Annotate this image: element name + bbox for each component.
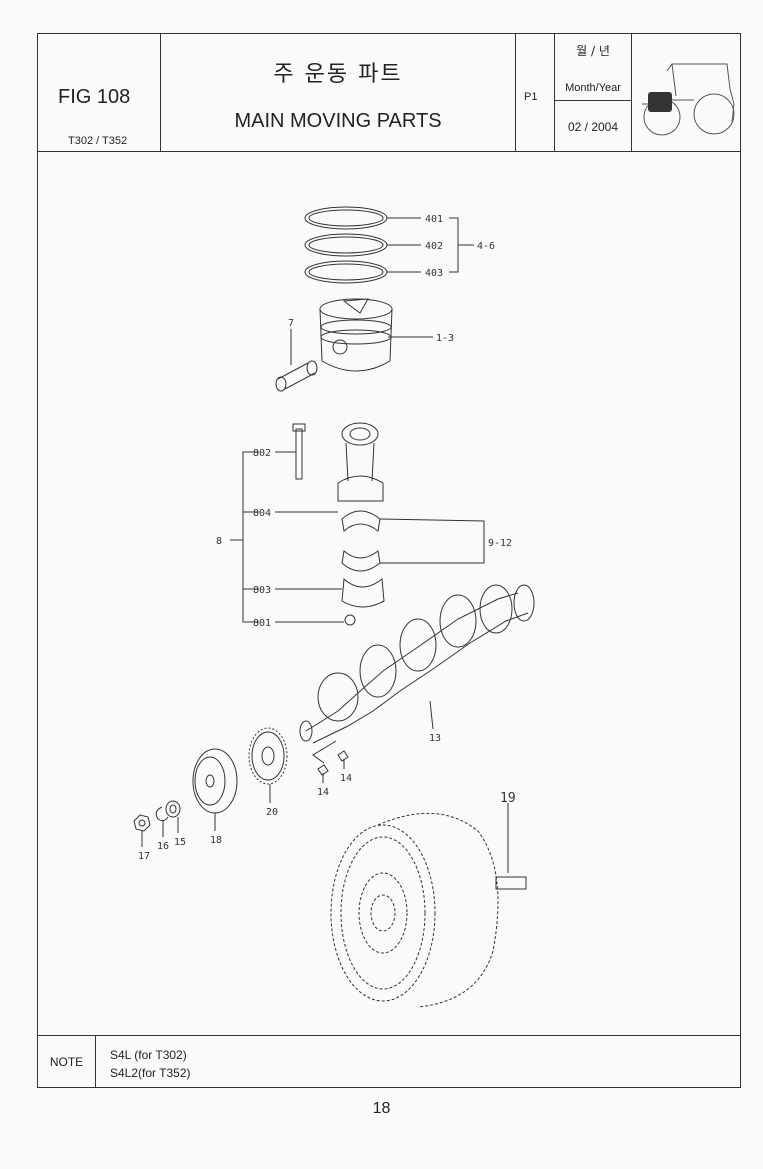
month-year-korean: 월 / 년: [576, 44, 610, 58]
month-year-english: Month/Year: [565, 82, 621, 94]
crank-gear: [248, 727, 288, 785]
rod-nut: [344, 614, 356, 626]
callout-16: 16: [157, 841, 169, 852]
callout-17: 17: [138, 851, 150, 862]
page-code: P1: [524, 91, 538, 103]
callout-9-12: 9-12: [488, 538, 512, 549]
callout-13: 13: [429, 733, 441, 744]
header: FIG 108 T302 / T352 주 운동 파트 MAIN MOVING …: [38, 34, 740, 152]
callout-14-b: 14: [317, 787, 329, 798]
page-frame: FIG 108 T302 / T352 주 운동 파트 MAIN MOVING …: [37, 33, 741, 1088]
thumbnail-cell: [632, 34, 740, 151]
callout-1-3: 1-3: [436, 333, 454, 344]
note-section: NOTE S4L (for T302) S4L2(for T352): [38, 1035, 740, 1088]
crank-pulley: [192, 748, 238, 814]
parts-diagram: 401 402 403 4-6 1-3 7 802 804 8 9-12 803…: [133, 206, 535, 1008]
callout-4-6: 4-6: [477, 241, 495, 252]
fig-label: FIG 108: [58, 86, 131, 108]
piston-ring-401: [304, 206, 388, 230]
callout-403: 403: [425, 268, 443, 279]
title-english: MAIN MOVING PARTS: [234, 110, 442, 132]
connecting-rod: [337, 422, 384, 502]
date-cell: 월 / 년 Month/Year 02 / 2004: [555, 34, 632, 151]
flywheel: [330, 812, 499, 1008]
callout-15: 15: [174, 837, 186, 848]
page-number: 18: [372, 1100, 391, 1117]
callout-402: 402: [425, 241, 443, 252]
bearing-upper: [341, 510, 381, 532]
piston: [319, 298, 393, 372]
fig-cell: FIG 108 T302 / T352: [38, 34, 161, 151]
spring-washer-16: [155, 806, 169, 822]
title-korean: 주 운동 파트: [273, 62, 403, 87]
piston-ring-403: [304, 260, 388, 284]
date-divider: [555, 100, 631, 101]
page-code-cell: P1: [516, 34, 555, 151]
piston-ring-402: [304, 233, 388, 257]
bearing-lower: [341, 550, 381, 572]
note-line-2: S4L2(for T352): [110, 1066, 191, 1080]
rod-cap: [341, 577, 385, 608]
callout-801: 801: [253, 618, 271, 629]
washer-15: [165, 800, 181, 818]
callout-18: 18: [210, 835, 222, 846]
note-label: NOTE: [38, 1036, 96, 1088]
callout-19: 19: [500, 791, 516, 806]
model-label: T302 / T352: [68, 135, 128, 147]
key-14-b: [317, 764, 329, 776]
title-cell: 주 운동 파트 MAIN MOVING PARTS: [161, 34, 516, 151]
callout-802: 802: [253, 448, 271, 459]
callout-803: 803: [253, 585, 271, 596]
callout-7: 7: [288, 318, 294, 329]
nut-17: [133, 814, 151, 832]
callout-14-a: 14: [340, 773, 352, 784]
piston-pin: [275, 360, 318, 392]
tractor-icon: [642, 63, 735, 136]
callout-401: 401: [425, 214, 443, 225]
callout-804: 804: [253, 508, 271, 519]
crankshaft: [299, 584, 535, 744]
flywheel-bolt: [495, 876, 527, 890]
connecting-rod-bolt: [292, 423, 306, 480]
note-line-1: S4L (for T302): [110, 1048, 187, 1062]
callout-20: 20: [266, 807, 278, 818]
key-14-a: [337, 750, 349, 762]
callout-8: 8: [216, 536, 222, 547]
date-value: 02 / 2004: [567, 120, 619, 134]
